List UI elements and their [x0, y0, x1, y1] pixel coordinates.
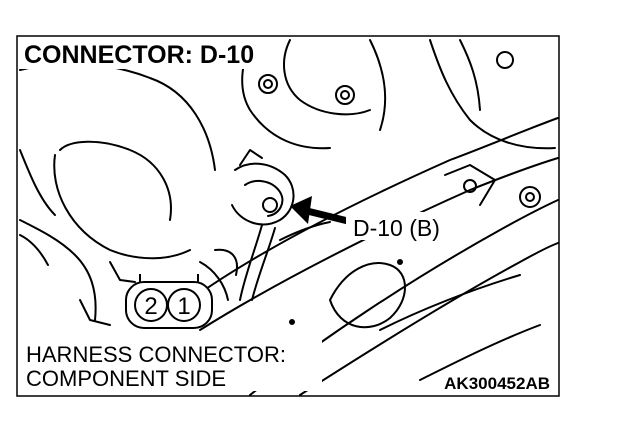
engine-line-art [19, 39, 559, 396]
pin-2-label: 2 [144, 293, 157, 320]
callout-backing [346, 212, 454, 240]
pin-1-label: 1 [177, 293, 190, 320]
figure-code: AK300452AB [444, 374, 550, 393]
callout-label: D-10 (B) [353, 215, 440, 241]
caption-line-1: HARNESS CONNECTOR: [26, 342, 286, 367]
title-backing [18, 37, 256, 69]
caption-backing [22, 339, 322, 391]
harness-connector-face: 2 1 [125, 274, 213, 329]
connector-title: CONNECTOR: D-10 [24, 41, 254, 69]
figure-frame [16, 35, 560, 397]
caption-line-2: COMPONENT SIDE [26, 366, 226, 391]
callout-arrow [290, 196, 353, 226]
pin-1-circle [167, 288, 201, 322]
